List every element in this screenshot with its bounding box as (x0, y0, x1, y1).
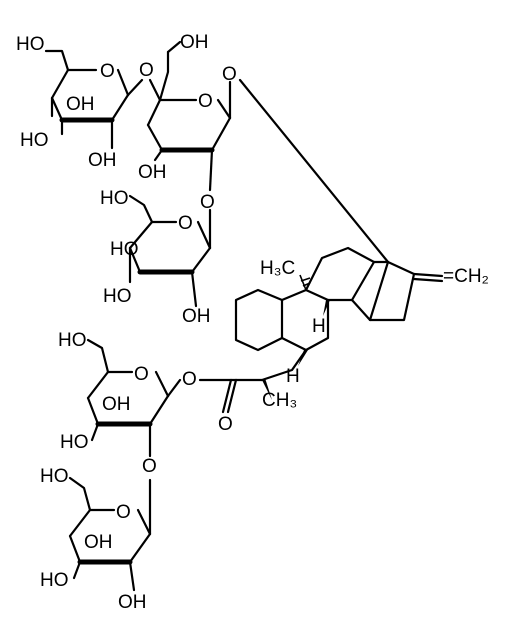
sugar5-oh-mid: OH (84, 532, 113, 553)
core-h-upper: H (312, 316, 326, 337)
sugar3-ho-bottom: HO (103, 286, 132, 307)
glucose-unit-5: HO O OH HO OH (40, 466, 152, 613)
sugar3-ho-mid: HO (110, 239, 139, 260)
sugar5-oh-bottom: OH (118, 592, 147, 613)
steviol-core: H₃C =CH₂ H H CH₃ O (218, 78, 489, 435)
sugar3-oh-bottom: OH (182, 306, 211, 327)
sugar5-ho-bottom: HO (40, 570, 69, 591)
sugar3-ho-top: HO (100, 188, 129, 209)
sugar2-oh-top: OH (180, 32, 209, 53)
core-methyl-top: H₃C (260, 258, 295, 279)
ester-o: O (182, 369, 197, 390)
core-methyl-bottom: CH₃ (262, 390, 297, 411)
linkage-o-4: O (142, 456, 157, 477)
sugar4-ho-top: HO (58, 330, 87, 351)
sugar1-oh-bottom: OH (88, 150, 117, 171)
linkage-o-2: O (222, 64, 237, 85)
glucose-unit-1: HO O OH HO OH (16, 34, 144, 171)
sugar4-ho-bottom: HO (60, 432, 89, 453)
sugar3-ring-o: O (178, 213, 193, 234)
glucose-unit-4: HO O OH HO (58, 330, 182, 458)
sugar4-ring-o: O (134, 364, 149, 385)
sugar2-ring-o: O (198, 91, 213, 112)
sugar5-ho-top: HO (40, 466, 69, 487)
core-methylene: =CH₂ (443, 266, 489, 287)
sugar4-oh-mid: OH (102, 394, 131, 415)
glucose-unit-2: OH O OH (138, 32, 232, 192)
sugar1-oh-mid: OH (66, 94, 95, 115)
sugar1-ring-o: O (100, 61, 115, 82)
glucose-unit-3: HO O HO HO OH (100, 188, 212, 327)
linkage-o-3: O (200, 192, 215, 213)
linkage-o-1: O (139, 60, 154, 81)
core-carbonyl-o: O (218, 414, 233, 435)
sugar1-ho-top: HO (16, 34, 45, 55)
sugar2-oh-bottom: OH (138, 162, 167, 183)
core-h-lower: H (286, 366, 300, 387)
sugar1-ho-bottom: HO (20, 130, 49, 151)
sugar5-ring-o: O (116, 502, 131, 523)
